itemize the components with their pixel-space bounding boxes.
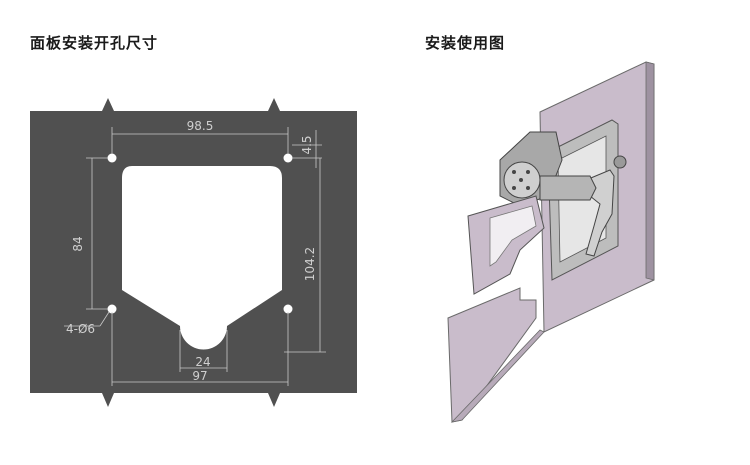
dim-top-width: 98.5	[187, 119, 214, 133]
usage-heading: 安装使用图	[425, 34, 506, 52]
dim-right-height: 104.2	[303, 247, 317, 281]
latch-knob	[613, 155, 627, 169]
mount-hole-bottom-right	[283, 304, 293, 314]
channel-inner	[489, 205, 537, 267]
dimension-lines	[64, 127, 326, 386]
dim-notch-width: 24	[195, 355, 210, 369]
latch-arm	[539, 175, 597, 201]
mount-hole-top-right	[283, 153, 293, 163]
dim-left-height: 84	[71, 236, 85, 251]
dim-holes: 4-Ø6	[66, 322, 95, 336]
panel-cutout-heading: 面板安装开孔尺寸	[30, 34, 159, 52]
dim-hole-offset: 4.5	[300, 135, 314, 154]
mount-panel-edge	[645, 61, 655, 281]
door-panel-lower	[450, 329, 545, 423]
mount-hole-bottom-left	[107, 304, 117, 314]
dim-bottom-width: 97	[192, 369, 207, 383]
cam-holes	[512, 170, 530, 190]
cutout-opening	[122, 166, 282, 350]
mount-hole-top-left	[107, 153, 117, 163]
